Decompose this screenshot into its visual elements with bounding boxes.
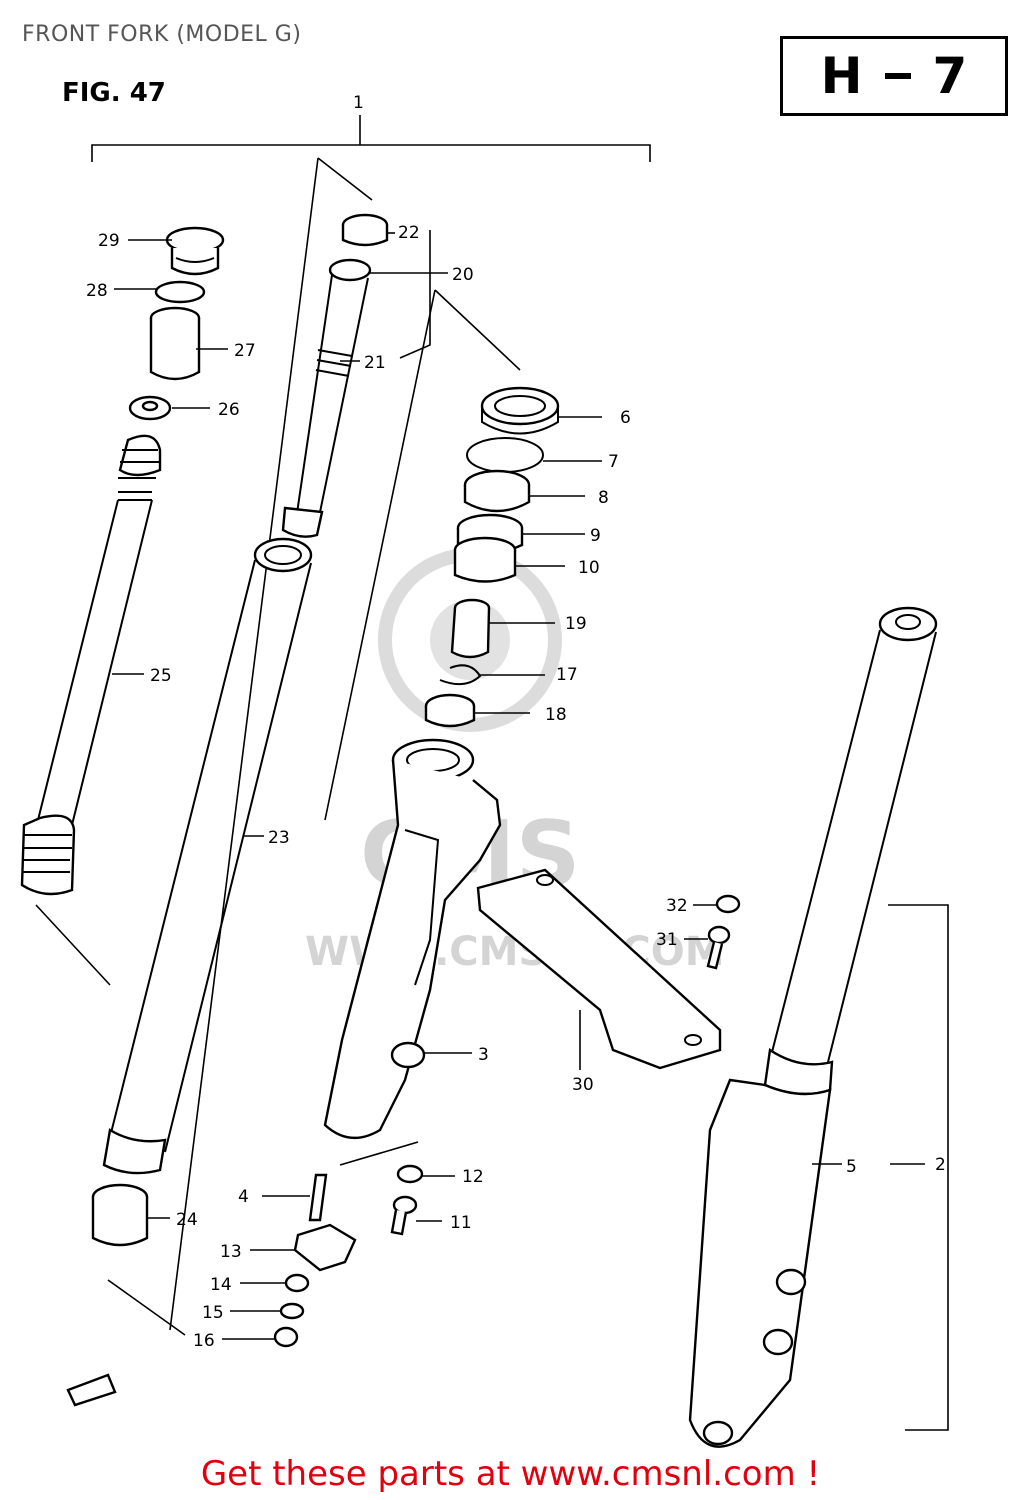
part-10-slide-metal [453, 536, 517, 583]
part-13-holder [293, 1223, 357, 1272]
part-28-o-ring [154, 280, 206, 304]
callout-3: 3 [478, 1045, 489, 1065]
front-arrow-icon [66, 1373, 117, 1407]
callout-30: 30 [572, 1075, 594, 1095]
callout-26: 26 [218, 400, 240, 420]
callout-18: 18 [545, 705, 567, 725]
part-8-washer [463, 469, 531, 513]
callout-16: 16 [193, 1331, 215, 1351]
part-7-stopper-ring [466, 437, 544, 473]
callout-10: 10 [578, 558, 600, 578]
page-title: FRONT FORK (MODEL G) [22, 22, 302, 47]
part-14-washer [284, 1273, 310, 1293]
callout-4: 4 [238, 1187, 249, 1207]
part-15-washer [279, 1302, 305, 1320]
part-22-cap [341, 213, 389, 247]
part-30-fork-brace [476, 868, 722, 1070]
callout-6: 6 [620, 408, 631, 428]
callout-19: 19 [565, 614, 587, 634]
part-5-outer-tube [688, 606, 938, 1448]
part-11-bolt [390, 1195, 418, 1236]
page-code-dash [884, 73, 911, 79]
figure-label: FIG. 47 [62, 78, 166, 108]
callout-27: 27 [234, 341, 256, 361]
part-23-inner-tube [102, 537, 313, 1175]
part-18-dust-seal [424, 693, 476, 728]
page-code-letter: H [820, 47, 863, 105]
callout-32: 32 [666, 896, 688, 916]
callout-20: 20 [452, 265, 474, 285]
callout-8: 8 [598, 488, 609, 508]
grouping-lines [35, 157, 949, 1431]
callout-2: 2 [935, 1155, 946, 1175]
part-26-washer [128, 395, 172, 421]
part-19-oil-lock [450, 598, 491, 659]
page-code-number: 7 [932, 47, 968, 105]
callout-1: 1 [353, 93, 364, 113]
callout-12: 12 [462, 1167, 484, 1187]
leader-lines [112, 232, 925, 1340]
callout-7: 7 [608, 452, 619, 472]
callout-21: 21 [364, 353, 386, 373]
callout-13: 13 [220, 1242, 242, 1262]
callout-23: 23 [268, 828, 290, 848]
callout-11: 11 [450, 1213, 472, 1233]
part-3-outer-tube [323, 738, 502, 1140]
assembly-bracket [91, 115, 651, 162]
part-25-spring [20, 434, 162, 896]
callout-15: 15 [202, 1303, 224, 1323]
callout-numbers: 1 2 3 4 5 6 7 8 9 10 11 12 13 14 15 16 1… [86, 93, 946, 1351]
page-code-box: H 7 [780, 36, 1008, 116]
callout-25: 25 [150, 666, 172, 686]
part-16-nut [273, 1326, 299, 1348]
part-27-spacer [149, 306, 201, 381]
part-4-stud [308, 1173, 328, 1222]
callout-31: 31 [656, 930, 678, 950]
callout-24: 24 [176, 1210, 198, 1230]
part-6-oil-seal [480, 386, 560, 435]
callout-28: 28 [86, 281, 108, 301]
part-12-gasket [396, 1164, 424, 1184]
callout-9: 9 [590, 526, 601, 546]
part-32-cap [715, 894, 741, 914]
callout-5: 5 [846, 1157, 857, 1177]
part-29-cap-bolt [165, 226, 225, 276]
callout-14: 14 [210, 1275, 232, 1295]
part-17-circlip [439, 664, 482, 686]
shop-link[interactable]: Get these parts at www.cmsnl.com ! [200, 1454, 821, 1494]
part-31-bolt [706, 925, 731, 970]
callout-22: 22 [398, 223, 420, 243]
part-21-damper-rod [281, 258, 372, 538]
part-24-bushing [91, 1183, 149, 1247]
callout-29: 29 [98, 231, 120, 251]
callout-17: 17 [556, 665, 578, 685]
